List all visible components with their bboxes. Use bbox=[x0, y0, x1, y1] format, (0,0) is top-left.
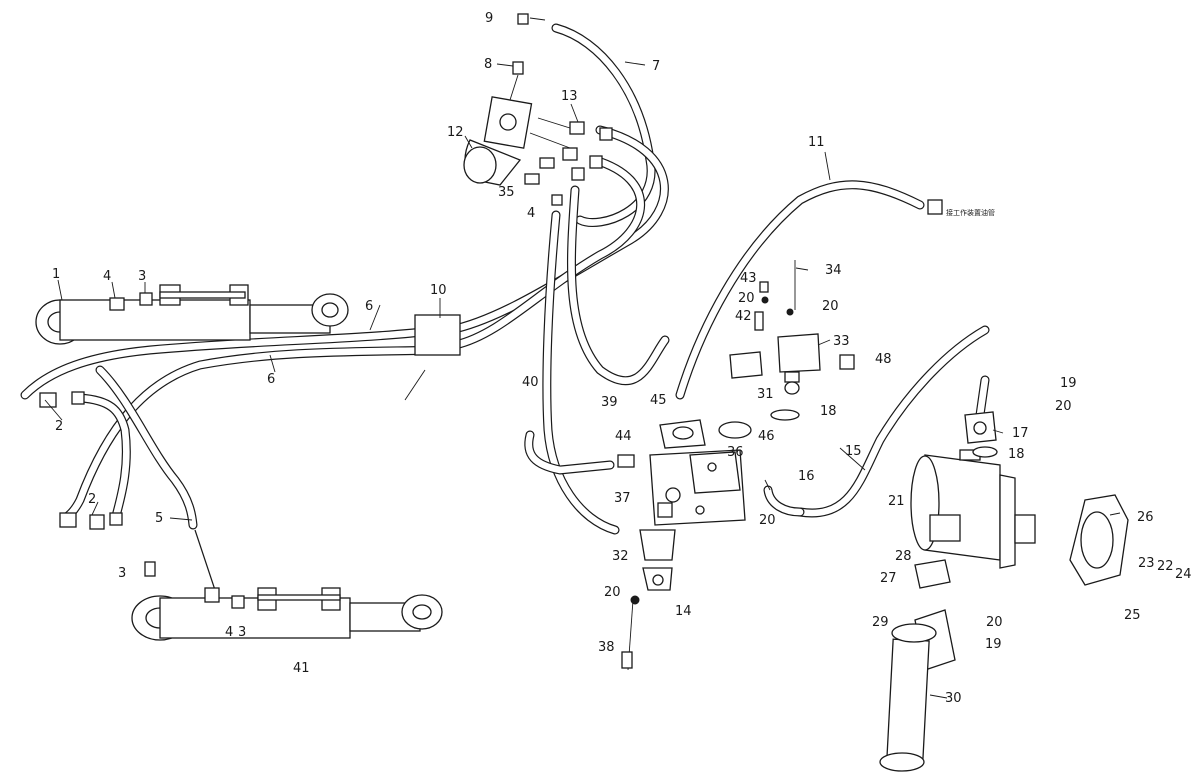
callout-1: 1 bbox=[52, 267, 60, 282]
callout-13: 13 bbox=[561, 89, 578, 104]
hose-left-cross bbox=[75, 365, 198, 530]
hose-pair-upper bbox=[445, 125, 669, 350]
callout-3c: 3 bbox=[238, 625, 246, 640]
hose-11 bbox=[675, 180, 925, 400]
cylinder-1 bbox=[35, 284, 349, 345]
bracket-10 bbox=[404, 314, 461, 401]
callout-45: 45 bbox=[650, 393, 667, 408]
callout-38: 38 bbox=[598, 640, 615, 655]
callout-21: 21 bbox=[888, 494, 905, 509]
callout-28: 28 bbox=[895, 549, 912, 564]
callout-43: 43 bbox=[740, 271, 757, 286]
cylinder-41 bbox=[131, 587, 443, 641]
callout-10: 10 bbox=[430, 283, 447, 298]
callout-6b: 6 bbox=[267, 372, 275, 387]
callout-36: 36 bbox=[727, 445, 744, 460]
gasket-26 bbox=[1069, 494, 1129, 586]
callout-24: 24 bbox=[1175, 567, 1192, 582]
callout-2b: 2 bbox=[88, 492, 96, 507]
callout-42: 42 bbox=[735, 309, 752, 324]
bracket-17 bbox=[964, 411, 998, 458]
callout-20d: 20 bbox=[1055, 399, 1072, 414]
callout-3b: 3 bbox=[118, 566, 126, 581]
callout-12: 12 bbox=[447, 125, 464, 140]
callout-4c: 4 bbox=[527, 206, 535, 221]
pump-21 bbox=[910, 449, 1036, 569]
callout-8: 8 bbox=[484, 57, 492, 72]
callout-14: 14 bbox=[675, 604, 692, 619]
callout-35: 35 bbox=[498, 185, 515, 200]
hose-15 bbox=[795, 325, 990, 518]
hose-5 bbox=[194, 529, 216, 591]
hose-39 bbox=[524, 430, 615, 475]
callout-31: 31 bbox=[757, 387, 774, 402]
callout-6: 6 bbox=[365, 299, 373, 314]
pipe-30 bbox=[879, 559, 956, 772]
callout-20c: 20 bbox=[604, 585, 621, 600]
callout-46: 46 bbox=[758, 429, 775, 444]
leader-lines bbox=[44, 17, 1121, 699]
callout-20b: 20 bbox=[759, 513, 776, 528]
callout-20: 20 bbox=[738, 291, 755, 306]
flange-45 bbox=[659, 351, 763, 449]
callout-22: 22 bbox=[1157, 559, 1174, 574]
callout-32: 32 bbox=[612, 549, 629, 564]
callout-20e: 20 bbox=[986, 615, 1003, 630]
callout-20f: 20 bbox=[822, 299, 839, 314]
callout-16: 16 bbox=[798, 469, 815, 484]
callout-41: 41 bbox=[293, 661, 310, 676]
pipe-17 bbox=[975, 375, 990, 420]
callout-19: 19 bbox=[1060, 376, 1077, 391]
hose-16 bbox=[763, 485, 805, 517]
callout-37: 37 bbox=[614, 491, 631, 506]
hose-40 bbox=[542, 185, 670, 535]
valve-block-12 bbox=[463, 13, 533, 186]
callout-18b: 18 bbox=[1008, 447, 1025, 462]
callout-11: 11 bbox=[808, 135, 825, 150]
callout-26: 26 bbox=[1137, 510, 1154, 525]
hoses bbox=[20, 23, 990, 591]
callout-15: 15 bbox=[845, 444, 862, 459]
hose-6 bbox=[20, 325, 450, 523]
callout-34: 34 bbox=[825, 263, 842, 278]
callout-7: 7 bbox=[652, 59, 660, 74]
callout-5: 5 bbox=[155, 511, 163, 526]
left-fittings bbox=[39, 292, 245, 609]
hose-11-end-fitting bbox=[927, 199, 943, 215]
callout-29: 29 bbox=[872, 615, 889, 630]
callout-3: 3 bbox=[138, 269, 146, 284]
callout-44: 44 bbox=[615, 429, 632, 444]
callout-27: 27 bbox=[880, 571, 897, 586]
callout-19b: 19 bbox=[985, 637, 1002, 652]
fittings-42-43 bbox=[754, 281, 769, 331]
bolt-38 bbox=[621, 595, 640, 671]
valve-37 bbox=[617, 449, 746, 591]
callout-40: 40 bbox=[522, 375, 539, 390]
callout-33: 33 bbox=[833, 334, 850, 349]
callout-30: 30 bbox=[945, 691, 962, 706]
callout-9: 9 bbox=[485, 11, 493, 26]
callout-labels: 1 2 2 3 3 3 4 4 4 5 6 6 7 8 9 10 11 12 1… bbox=[52, 11, 1192, 706]
hose-11-note: 接工作装置油管 bbox=[946, 208, 995, 217]
callout-25: 25 bbox=[1124, 608, 1141, 623]
callout-48: 48 bbox=[875, 352, 892, 367]
callout-2: 2 bbox=[55, 419, 63, 434]
fittings-13-35 bbox=[524, 117, 613, 206]
callout-4: 4 bbox=[103, 269, 111, 284]
callout-23: 23 bbox=[1138, 556, 1155, 571]
callout-17: 17 bbox=[1012, 426, 1029, 441]
callout-4b: 4 bbox=[225, 625, 233, 640]
callout-39: 39 bbox=[601, 395, 618, 410]
callout-18: 18 bbox=[820, 404, 837, 419]
valve-33 bbox=[770, 260, 855, 421]
